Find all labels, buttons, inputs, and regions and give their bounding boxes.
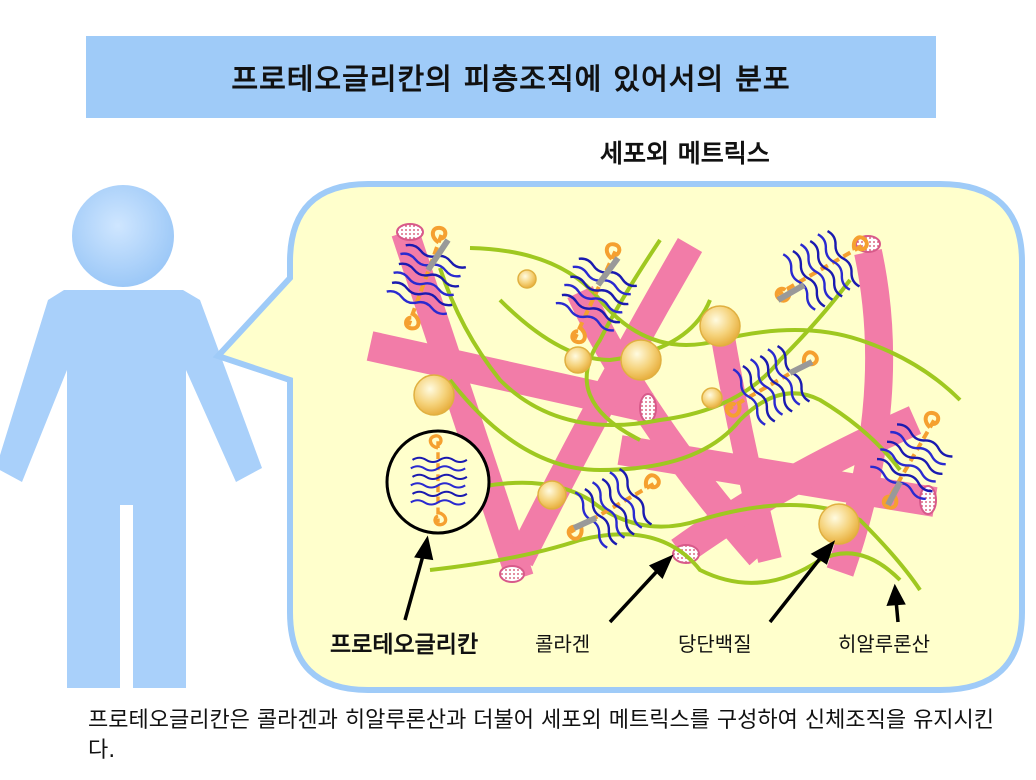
- glycoprotein-label: 당단백질: [678, 632, 752, 656]
- proteoglycan-highlight-circle: [385, 429, 491, 535]
- collagen-label: 콜라겐: [535, 632, 591, 656]
- label-arrows: [403, 535, 906, 624]
- proteoglycan-label: 프로테오글리칸: [330, 632, 479, 658]
- person-figure: [0, 185, 262, 688]
- description-text: 프로테오글리칸은 콜라겐과 히알루론산과 더불어 세포외 메트릭스를 구성하여 …: [88, 708, 995, 763]
- proteoglycan-molecules: [375, 213, 969, 565]
- title-banner: 프로테오글리칸의 피층조직에 있어서의 분포: [86, 36, 936, 118]
- extracellular-matrix-label: 세포외 메트릭스: [600, 139, 770, 168]
- page-title: 프로테오글리칸의 피층조직에 있어서의 분포: [231, 62, 791, 96]
- glycoprotein-globules: [413, 269, 860, 545]
- hyaluronic-acid-label: 히알루론산: [838, 632, 930, 656]
